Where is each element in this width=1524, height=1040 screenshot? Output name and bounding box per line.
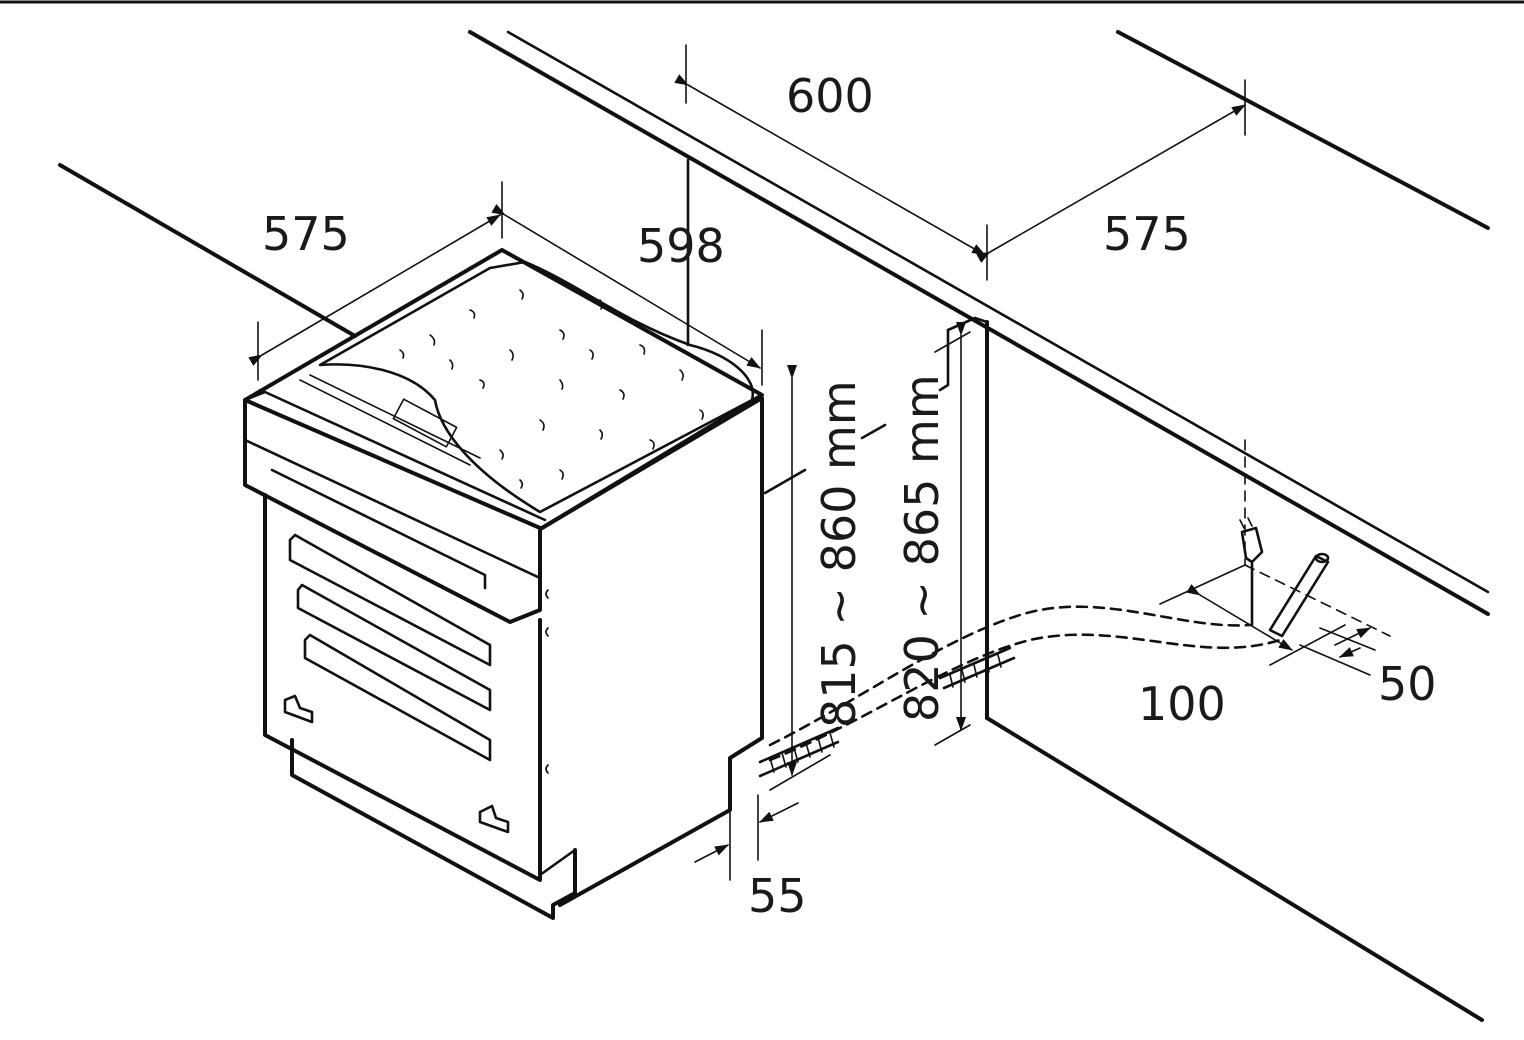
dim-cabinet-depth: 575	[1103, 207, 1191, 261]
plug-icon	[1240, 526, 1264, 564]
water-connections	[758, 439, 1391, 778]
dim-cabinet-width: 600	[786, 69, 874, 123]
dim-appliance-depth: 575	[262, 207, 350, 261]
dim-appliance-width: 598	[637, 219, 725, 273]
countertop	[58, 30, 1490, 616]
dim-connection-height: 50	[1378, 657, 1437, 711]
dim-connection-spacing: 100	[1138, 677, 1226, 731]
dishwasher	[243, 248, 764, 920]
dim-appliance-height: 815 ~ 860 mm	[812, 380, 866, 728]
dimension-lines	[248, 44, 1246, 881]
dim-plinth-offset: 55	[748, 869, 807, 923]
niche-side-wall	[938, 316, 1484, 1022]
water-pipe-icon	[1268, 554, 1330, 638]
dim-niche-height: 820 ~ 865 mm	[895, 374, 949, 722]
